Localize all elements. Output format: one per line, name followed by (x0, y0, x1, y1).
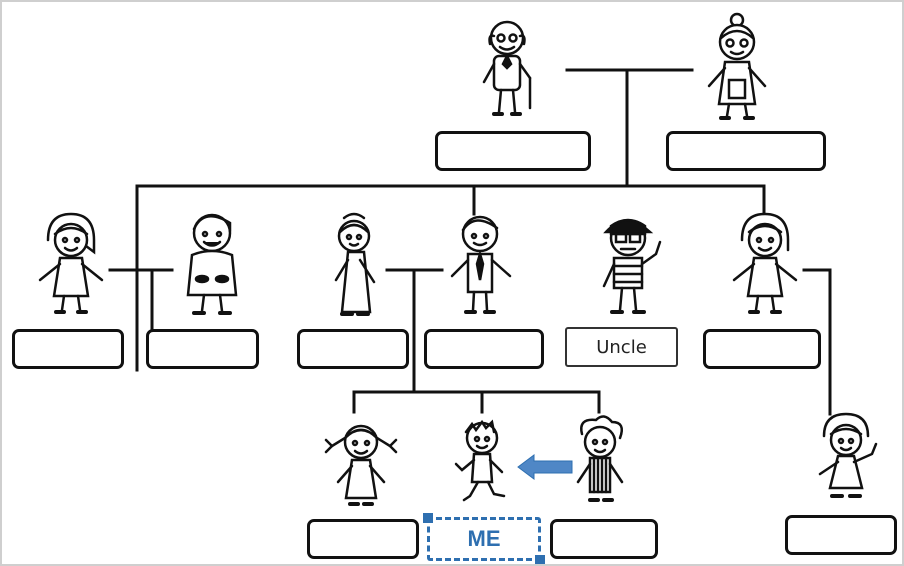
aunt-left-label-box[interactable] (12, 329, 124, 369)
grandfather-label-box[interactable] (435, 131, 591, 171)
grandfather-figure (482, 20, 532, 116)
grandmother-label-box[interactable] (666, 131, 826, 171)
aunt-right-label-box[interactable] (703, 329, 821, 369)
mother-figure (334, 212, 376, 316)
brother-label-box[interactable] (550, 519, 658, 559)
aunt-left-husband-label-box[interactable] (146, 329, 259, 369)
father-label-box[interactable] (424, 329, 544, 369)
arrow-left-icon (517, 454, 573, 480)
aunt-right-figure (732, 212, 798, 314)
me-figure (454, 419, 506, 502)
uncle-label-box[interactable]: Uncle (565, 327, 678, 367)
brother-figure (576, 415, 624, 502)
me-label-box[interactable]: ME (423, 513, 545, 564)
cousin-figure (818, 412, 878, 498)
mother-label-box[interactable] (297, 329, 409, 369)
aunt-left-figure (38, 212, 104, 314)
aunt-left-husband-figure (186, 213, 238, 315)
uncle-figure (602, 218, 662, 314)
cousin-label-box[interactable] (785, 515, 897, 555)
sister-figure (324, 424, 398, 506)
grandmother-figure (707, 12, 767, 120)
father-figure (450, 215, 512, 314)
sister-label-box[interactable] (307, 519, 419, 559)
